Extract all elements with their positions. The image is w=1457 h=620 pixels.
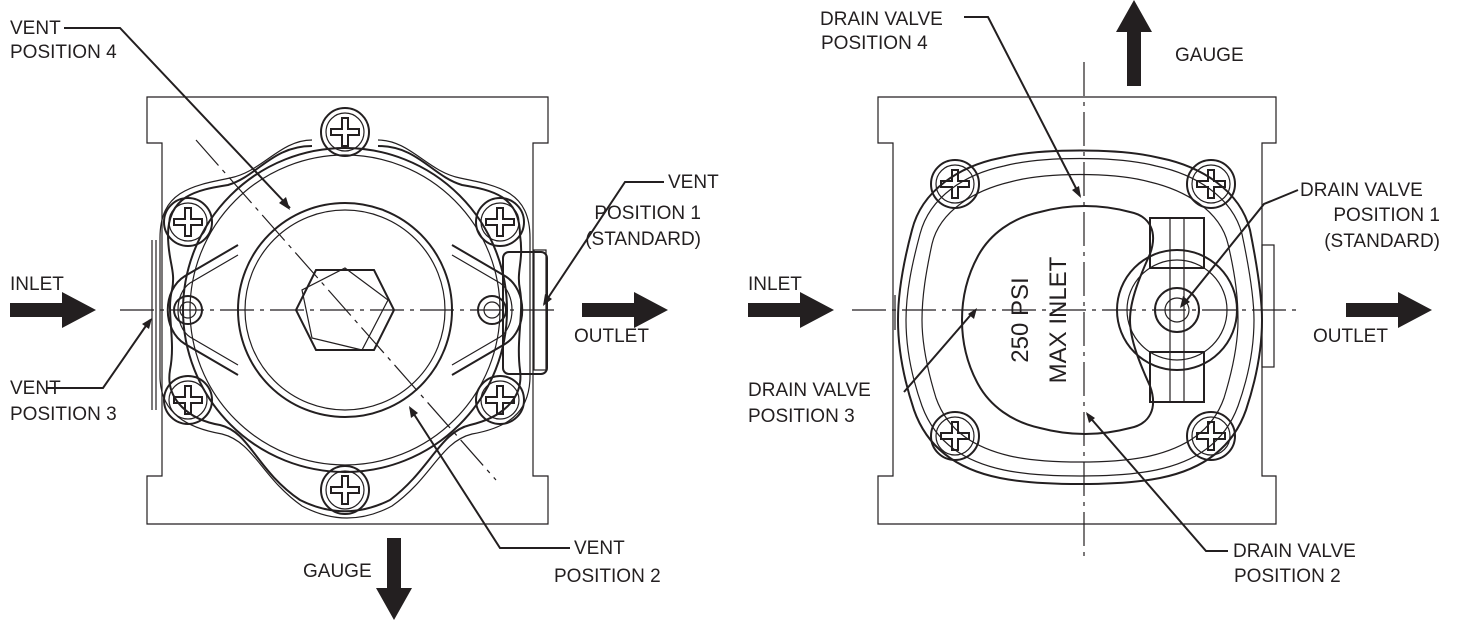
right-inlet-arrow-icon [748,292,834,328]
drain-valve-position-2-line-1: DRAIN VALVE [1233,541,1356,562]
drain-valve-position-2-line-2: POSITION 2 [1234,566,1341,587]
screw-icon [1186,159,1236,209]
left-outlet-label: OUTLET [574,326,649,347]
drain-valve-position-4-line-2: POSITION 4 [821,33,928,54]
left-inlet-label: INLET [10,274,64,295]
left-gauge-arrow-icon [376,538,412,620]
left-centerlines [120,139,560,481]
screw-icon [163,197,213,247]
vent-position-1-line-1: VENT [668,172,719,193]
left-view: VENT POSITION 4 VENT POSITION 1 (STANDAR… [10,18,719,620]
screw-icon [163,375,213,425]
right-leaders [903,16,1299,552]
drain-valve-position-1-line-2: POSITION 1 [1333,205,1440,226]
vent-position-4-line-2: POSITION 4 [10,42,117,63]
screw-icon [320,465,370,515]
left-inlet-arrow-icon [10,292,96,328]
drain-valve-position-4-line-1: DRAIN VALVE [820,9,943,30]
right-outlet-label: OUTLET [1313,326,1388,347]
cover-marking-line-2: MAX INLET [1045,256,1072,383]
drain-valve-position-1-line-3: (STANDARD) [1324,231,1440,252]
left-leaders [47,27,664,549]
vent-position-1-line-2: POSITION 1 [594,203,701,224]
cover-marking-line-1: 250 PSI [1007,277,1034,362]
vent-position-3-line-2: POSITION 3 [10,404,117,425]
screw-icon [930,159,980,209]
vent-position-3-line-1: VENT [10,378,61,399]
screw-icon [1186,411,1236,461]
vent-position-2-line-1: VENT [574,538,625,559]
screw-icon [475,197,525,247]
right-gauge-arrow-icon [1116,0,1152,86]
left-screws [163,107,525,515]
right-view: 250 PSI MAX INLET [748,0,1440,587]
right-centerlines [852,62,1300,560]
right-outlet-arrow-icon [1346,292,1432,328]
left-flange [159,139,531,519]
drain-valve-position-3-line-1: DRAIN VALVE [748,380,871,401]
vent-position-2-line-2: POSITION 2 [554,566,661,587]
left-outlet-arrow-icon [582,292,668,328]
vent-position-1-line-3: (STANDARD) [585,229,701,250]
drain-valve-position-3-line-2: POSITION 3 [748,406,855,427]
right-inlet-label: INLET [748,274,802,295]
vent-position-4-line-1: VENT [10,18,61,39]
screw-icon [930,411,980,461]
drain-valve-position-1-line-1: DRAIN VALVE [1300,180,1423,201]
left-gauge-label: GAUGE [303,561,372,582]
screw-icon [475,375,525,425]
cover-marking: 250 PSI MAX INLET [1007,256,1072,383]
right-gauge-label: GAUGE [1175,45,1244,66]
